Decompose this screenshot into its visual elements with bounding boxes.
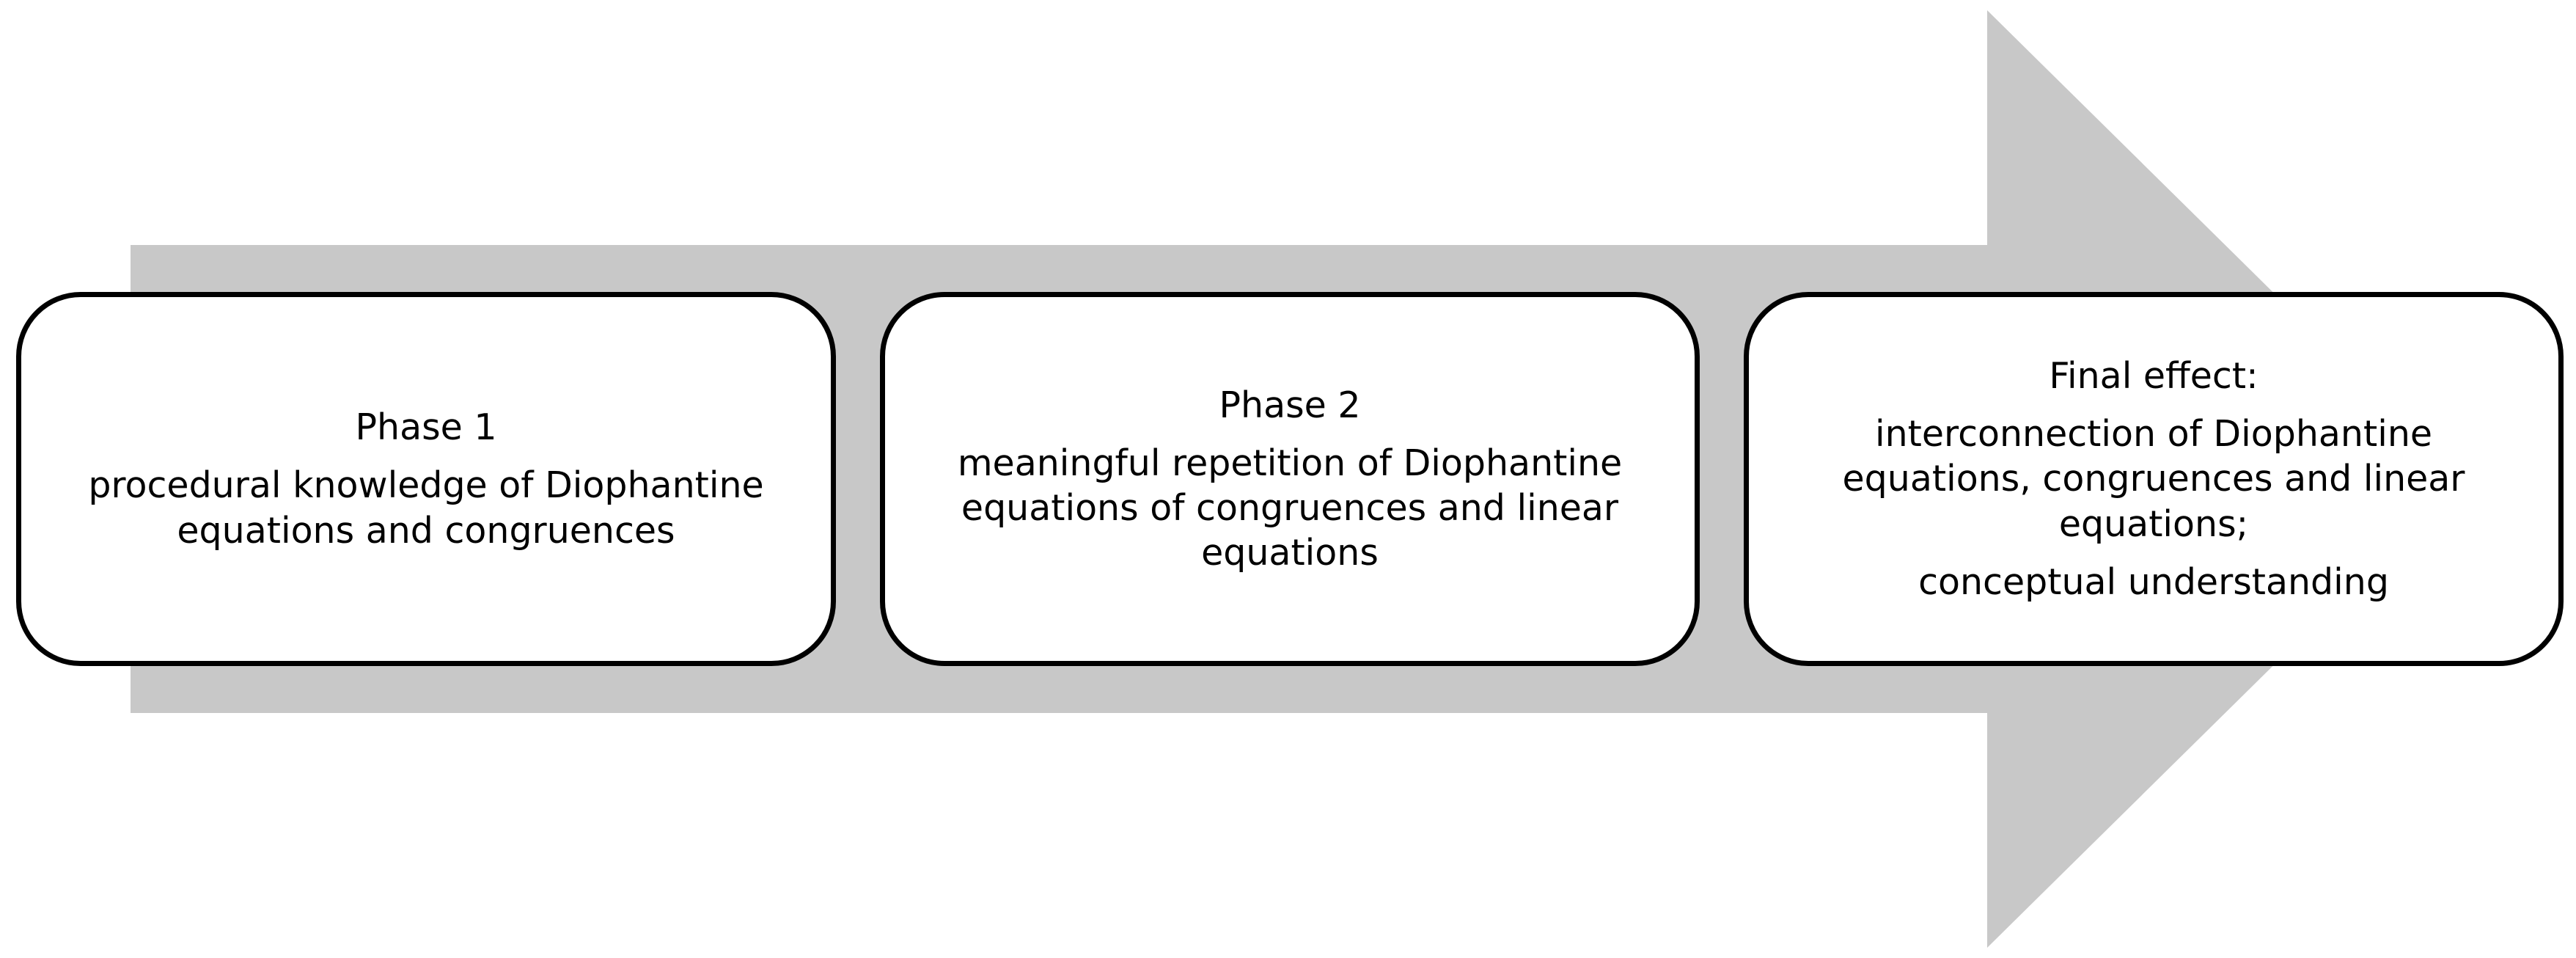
final-effect-title: Final effect:	[2049, 354, 2258, 397]
phase-2-box: Phase 2 meaningful repetition of Diophan…	[880, 292, 1700, 666]
final-effect-box: Final effect: interconnection of Diophan…	[1744, 292, 2564, 666]
phase-2-text: meaningful repetition of Diophantine equ…	[957, 442, 1623, 574]
phase-1-box: Phase 1 procedural knowledge of Diophant…	[16, 292, 836, 666]
phase-1-text: procedural knowledge of Diophantine equa…	[88, 464, 764, 552]
final-effect-text-2: conceptual understanding	[1918, 560, 2389, 603]
phase-2-title: Phase 2	[1219, 384, 1361, 426]
final-effect-text: interconnection of Diophantine equations…	[1842, 413, 2465, 545]
phase-1-title: Phase 1	[355, 406, 497, 449]
